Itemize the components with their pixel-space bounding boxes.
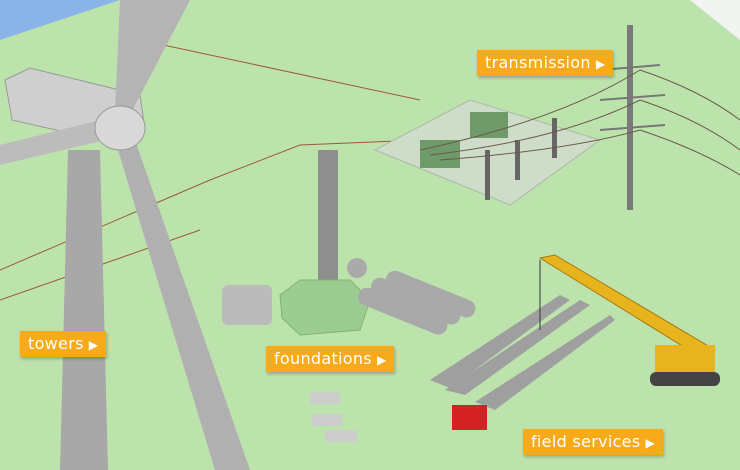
nacelle-ground <box>222 285 272 325</box>
play-arrow-icon: ▶ <box>645 436 655 450</box>
towers-button[interactable]: towers ▶ <box>20 331 107 357</box>
substation <box>373 99 602 206</box>
field-services-label: field services <box>531 432 641 451</box>
crane <box>538 254 720 386</box>
water-area <box>0 0 120 40</box>
transmission-label: transmission <box>485 53 591 72</box>
transmission-pole <box>419 25 740 210</box>
play-arrow-icon: ▶ <box>595 57 606 71</box>
foundations-label: foundations <box>274 349 372 368</box>
tower-section <box>318 150 338 290</box>
foundations-button[interactable]: foundations ▶ <box>266 346 395 372</box>
field-services-button[interactable]: field services ▶ <box>523 429 663 455</box>
play-arrow-icon: ▶ <box>88 338 99 352</box>
wind-turbine <box>0 0 250 470</box>
towers-label: towers <box>28 334 84 353</box>
foundation <box>279 279 371 336</box>
play-arrow-icon: ▶ <box>376 353 387 367</box>
truck <box>452 405 487 430</box>
transmission-button[interactable]: transmission ▶ <box>477 50 614 76</box>
